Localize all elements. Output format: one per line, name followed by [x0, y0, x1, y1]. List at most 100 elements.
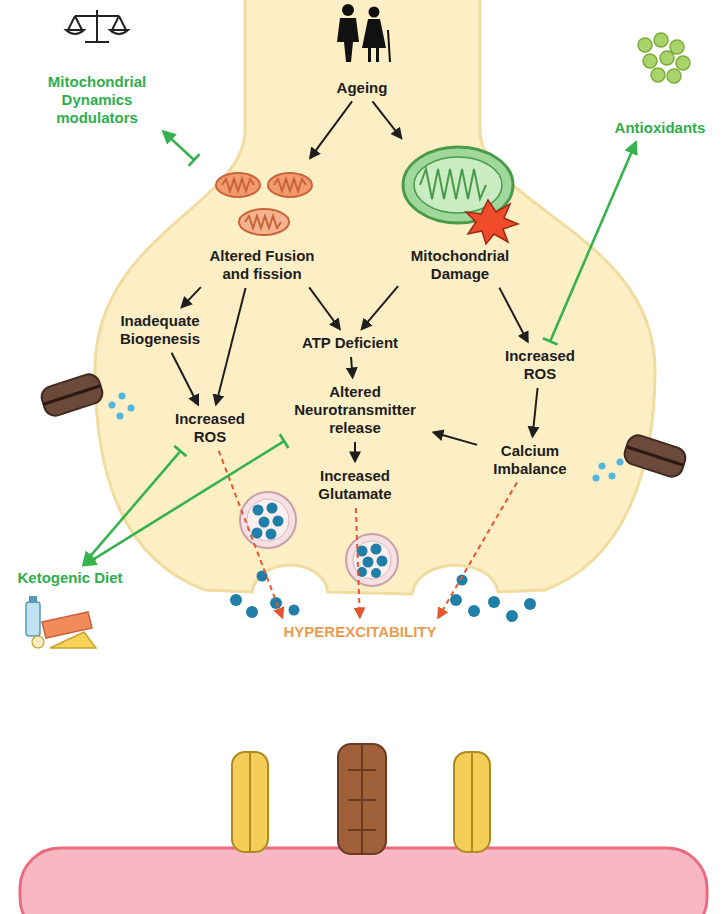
- synaptic-vesicles-part-part: [377, 556, 388, 567]
- synaptic-vesicles-part: [346, 534, 398, 586]
- synaptic-vesicles-part-part: [371, 544, 382, 555]
- causal-arrow: [310, 101, 352, 157]
- synaptic-vesicles-part: [357, 544, 388, 579]
- ion-channel-part-part: [617, 459, 624, 466]
- ion-channel-part-part: [39, 371, 105, 418]
- balance-scale-icon-part: [66, 30, 128, 34]
- antioxidant-dots-part: [667, 69, 681, 83]
- food-icon-part: [29, 596, 37, 603]
- ion-channel-part-part: [117, 413, 124, 420]
- receptors-part: [232, 752, 268, 852]
- cause-label: Ageing: [334, 77, 391, 99]
- synaptic-vesicles-part: [252, 503, 284, 540]
- treatment-arrow: [164, 132, 195, 160]
- synaptic-vesicles-part-part: [273, 516, 284, 527]
- balance-scale-icon-part: [75, 10, 119, 42]
- ion-channel-part-part: [622, 432, 688, 479]
- node-text: Increased ROS: [168, 410, 252, 446]
- causal-arrow: [182, 287, 201, 307]
- node-text: Mitochondrial Damage: [403, 247, 517, 283]
- ion-channel-part-part: [626, 447, 683, 466]
- inhibition-bar: [280, 434, 288, 448]
- elderly-icon-part: [388, 30, 390, 62]
- antioxidant-dots-part: [676, 56, 690, 70]
- damaged-mitochondrion-part: [466, 200, 518, 244]
- antioxidant-dots-part: [643, 54, 657, 68]
- receptors-part: [338, 744, 386, 854]
- synaptic-vesicles-part-part: [267, 503, 278, 514]
- released-neurotransmitter-part: [230, 594, 242, 606]
- outcome-label: HYPEREXCITABILITY: [280, 621, 439, 643]
- causal-arrow: [216, 288, 245, 404]
- causal-arrow: [499, 288, 527, 342]
- node-text: Antioxidants: [615, 119, 706, 137]
- process-label: Altered Neurotransmitter release: [280, 381, 430, 439]
- released-neurotransmitter-part: [289, 605, 300, 616]
- receptors-part: [249, 752, 251, 852]
- released-neurotransmitter-part: [468, 605, 480, 617]
- ion-channel-part: [593, 459, 624, 482]
- released-neurotransmitter-part: [524, 598, 536, 610]
- synaptic-vesicles: [240, 492, 398, 586]
- causal-arrow: [372, 101, 401, 137]
- treatment-arrow: [550, 143, 635, 342]
- synaptic-vesicles-part-part: [259, 517, 270, 528]
- treatment-label: Antioxidants: [612, 33, 709, 139]
- released-neurotransmitter: [230, 571, 536, 623]
- dashed-arrow: [438, 483, 516, 618]
- receptors-part: [471, 752, 473, 852]
- synaptic-vesicles-part-part: [371, 568, 381, 578]
- node-text: ATP Deficient: [302, 334, 398, 352]
- treatment-arrow: [84, 441, 284, 565]
- process-label: Increased ROS: [495, 345, 585, 385]
- elderly-icon: [337, 4, 390, 62]
- treatment-label: Mitochondrial Dynamics modulators: [32, 11, 162, 129]
- antioxidant-dots-part: [651, 68, 665, 82]
- ion-channel-part-part: [43, 386, 100, 405]
- fused-mitochondria-part: [274, 179, 306, 191]
- ion-channel-part-part: [593, 475, 600, 482]
- receptors-part: [348, 744, 376, 854]
- elderly-icon-part: [376, 48, 379, 62]
- treatment-label: Ketogenic Diet: [14, 567, 125, 589]
- ion-channel-part: [622, 432, 688, 479]
- causal-arrow: [351, 357, 352, 377]
- process-label: ATP Deficient: [299, 332, 401, 354]
- food-icon-part: [50, 632, 96, 648]
- food-icon-part: [32, 636, 44, 648]
- antioxidant-dots-part: [654, 33, 668, 47]
- synaptic-vesicles-part: [247, 499, 289, 541]
- ion-channel: [39, 371, 688, 481]
- dashed-arrow: [356, 508, 360, 617]
- postsynaptic-membrane-part: [20, 848, 707, 914]
- released-neurotransmitter-part: [246, 606, 258, 618]
- synaptic-vesicles-part-part: [253, 505, 264, 516]
- antioxidant-dots-part: [660, 51, 674, 65]
- inhibition-bar: [189, 154, 200, 166]
- synaptic-vesicles-part-part: [363, 557, 374, 568]
- process-label: Increased ROS: [165, 408, 255, 448]
- fused-mitochondria-part: [268, 173, 312, 197]
- node-text: HYPEREXCITABILITY: [283, 623, 436, 641]
- food-icon-part: [26, 602, 40, 636]
- inhibition-bar: [543, 338, 558, 344]
- damaged-mitochondrion-part: [420, 169, 486, 199]
- elderly-icon-part: [337, 18, 359, 62]
- ion-channel-part-part: [128, 405, 135, 412]
- process-label: Inadequate Biogenesis: [110, 310, 210, 350]
- node-text: Altered Fusion and fission: [200, 247, 324, 283]
- node-text: Calcium Imbalance: [483, 442, 577, 478]
- balance-scale-icon: [66, 10, 128, 42]
- receptors-part: [454, 752, 490, 852]
- node-text: Inadequate Biogenesis: [113, 312, 207, 348]
- node-text: Increased Glutamate: [303, 467, 407, 503]
- node-text: Mitochondrial Dynamics modulators: [35, 73, 159, 127]
- causal-arrow: [434, 433, 477, 445]
- causal-arrow: [533, 388, 538, 436]
- released-neurotransmitter-part: [488, 596, 500, 608]
- causal-arrow: [309, 287, 339, 328]
- process-label: Mitochondrial Damage: [400, 141, 520, 285]
